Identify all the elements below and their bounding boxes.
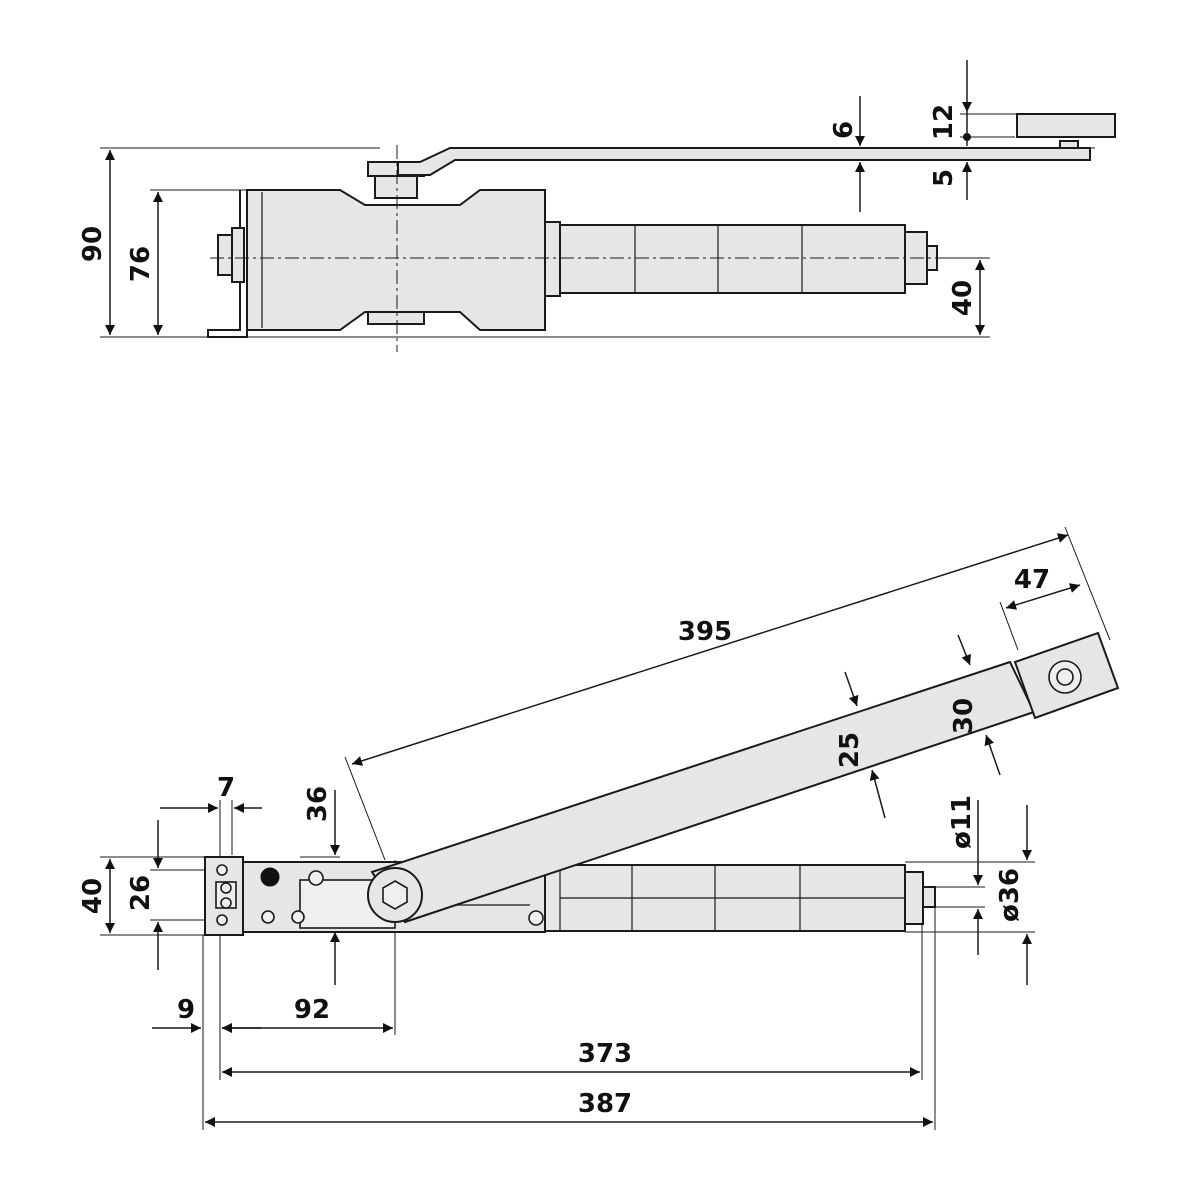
- arm-end-hole-inner: [1056, 668, 1074, 686]
- body-bolt-head: [260, 867, 280, 887]
- pinion-bottom: [367, 311, 425, 325]
- dim-label-12: 12: [929, 104, 959, 140]
- dim-label-26: 26: [126, 875, 156, 911]
- dim-line-47: [1005, 583, 1081, 610]
- ext-line-395-right: [1064, 526, 1111, 641]
- dim-line-25-bottom: [869, 769, 886, 819]
- dim-label-30: 30: [949, 698, 979, 734]
- body-screw: [261, 910, 275, 924]
- dim-label-90: 90: [78, 226, 108, 262]
- dim-line-25-top: [844, 671, 859, 707]
- dim-label-7: 7: [217, 773, 235, 803]
- body-screw: [308, 870, 324, 886]
- dim-label-dia-36: ø36: [995, 868, 1025, 922]
- top-view: 395 47 30 25 7 36 40 26 ø11 ø3: [78, 526, 1120, 1130]
- dim-label-6: 6: [829, 121, 859, 139]
- plate-hole: [216, 864, 228, 876]
- arm-block: [1016, 113, 1116, 138]
- pinion-top: [374, 175, 418, 199]
- arm-side: [397, 147, 1091, 176]
- cylinder-collar: [544, 221, 561, 297]
- body-pin: [528, 910, 544, 926]
- dim-label-92: 92: [294, 995, 330, 1025]
- hydraulic-cylinder: [559, 224, 906, 294]
- dim-line-30-bottom: [984, 734, 1001, 776]
- closer-body: [246, 189, 546, 331]
- hex-socket: [382, 880, 408, 910]
- arm-pin: [1059, 140, 1079, 149]
- dim-label-40-side: 40: [948, 280, 978, 316]
- dim-label-5: 5: [929, 169, 959, 187]
- dim-line-30-top: [957, 634, 971, 666]
- dim-label-40-top: 40: [78, 878, 108, 914]
- plate-hole: [216, 914, 228, 926]
- body-screw: [291, 910, 305, 924]
- plate-screw: [220, 897, 232, 909]
- ext-line-395-left: [344, 756, 386, 861]
- valve-nut-top: [904, 871, 924, 925]
- dim-label-47: 47: [1014, 565, 1050, 595]
- dim-label-36: 36: [303, 786, 333, 822]
- dim-line-395: [351, 533, 1069, 766]
- dim-label-373: 373: [578, 1039, 632, 1069]
- dim-label-395: 395: [678, 617, 732, 647]
- dim-label-9: 9: [177, 995, 195, 1025]
- plate-screw: [220, 882, 232, 894]
- dim-label-76: 76: [126, 246, 156, 282]
- dim-label-387: 387: [578, 1089, 632, 1119]
- ext-line-47-left: [999, 601, 1019, 651]
- side-washer: [231, 227, 245, 283]
- side-view: 90 76 6 12 5 40: [78, 60, 1116, 352]
- dim-label-25: 25: [835, 732, 865, 768]
- valve-screw-top: [922, 886, 936, 908]
- dim-label-dia-11: ø11: [947, 795, 977, 849]
